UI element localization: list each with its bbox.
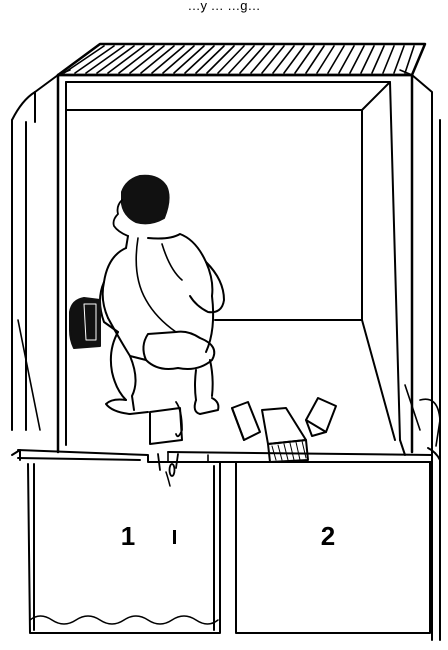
chamber-1-label: 1 [121,521,135,551]
squatting-person [70,176,224,414]
drop-hole-mark [173,530,176,544]
floor-slab [12,399,440,462]
shelter-frame [12,75,440,640]
chamber-2-label: 2 [321,521,335,551]
corrugated-roof [58,44,425,75]
squat-hole [158,402,182,486]
